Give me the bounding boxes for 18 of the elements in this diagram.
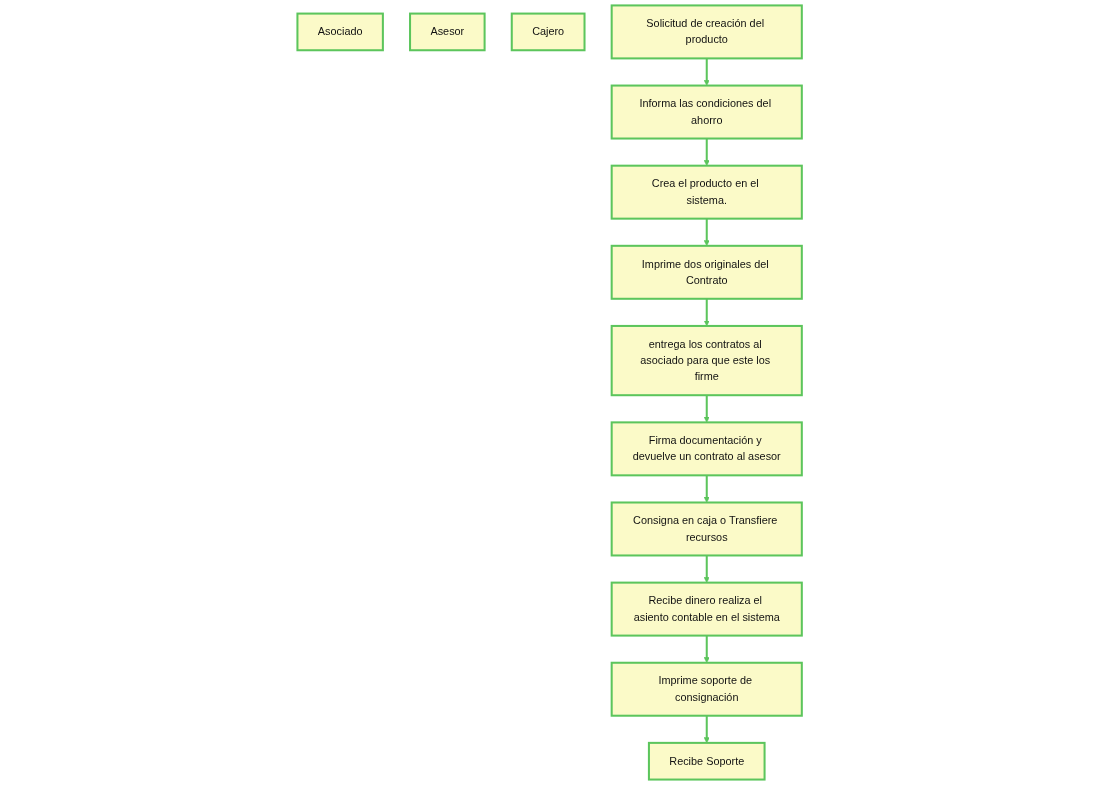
arrow — [703, 475, 710, 503]
arrow — [703, 138, 710, 166]
arrow — [703, 58, 710, 86]
node-box: Recibe dinero realiza el asiento contable en el sistema — [610, 581, 803, 637]
node-box: entrega los contratos al asociado para que este los firme — [610, 324, 803, 397]
node-box: Asociado — [296, 12, 384, 52]
node-box: Asesor — [408, 12, 486, 52]
node-box: Imprime soporte de consignación — [610, 661, 803, 717]
arrow — [703, 555, 710, 583]
arrow — [703, 395, 710, 423]
node-box: Imprime dos originales del Contrato — [610, 244, 803, 300]
node-box: Informa las condiciones del ahorro — [610, 84, 803, 140]
node-box: Firma documentación y devuelve un contrato al asesor — [610, 421, 803, 477]
node-box: Crea el producto en el sistema. — [610, 164, 803, 220]
node-box: Consigna en caja o Transfiere recursos — [610, 501, 803, 557]
node-box: Cajero — [510, 12, 586, 52]
node-box: Recibe Soporte — [647, 741, 766, 781]
node-box: Solicitud de creación del producto — [610, 4, 803, 60]
